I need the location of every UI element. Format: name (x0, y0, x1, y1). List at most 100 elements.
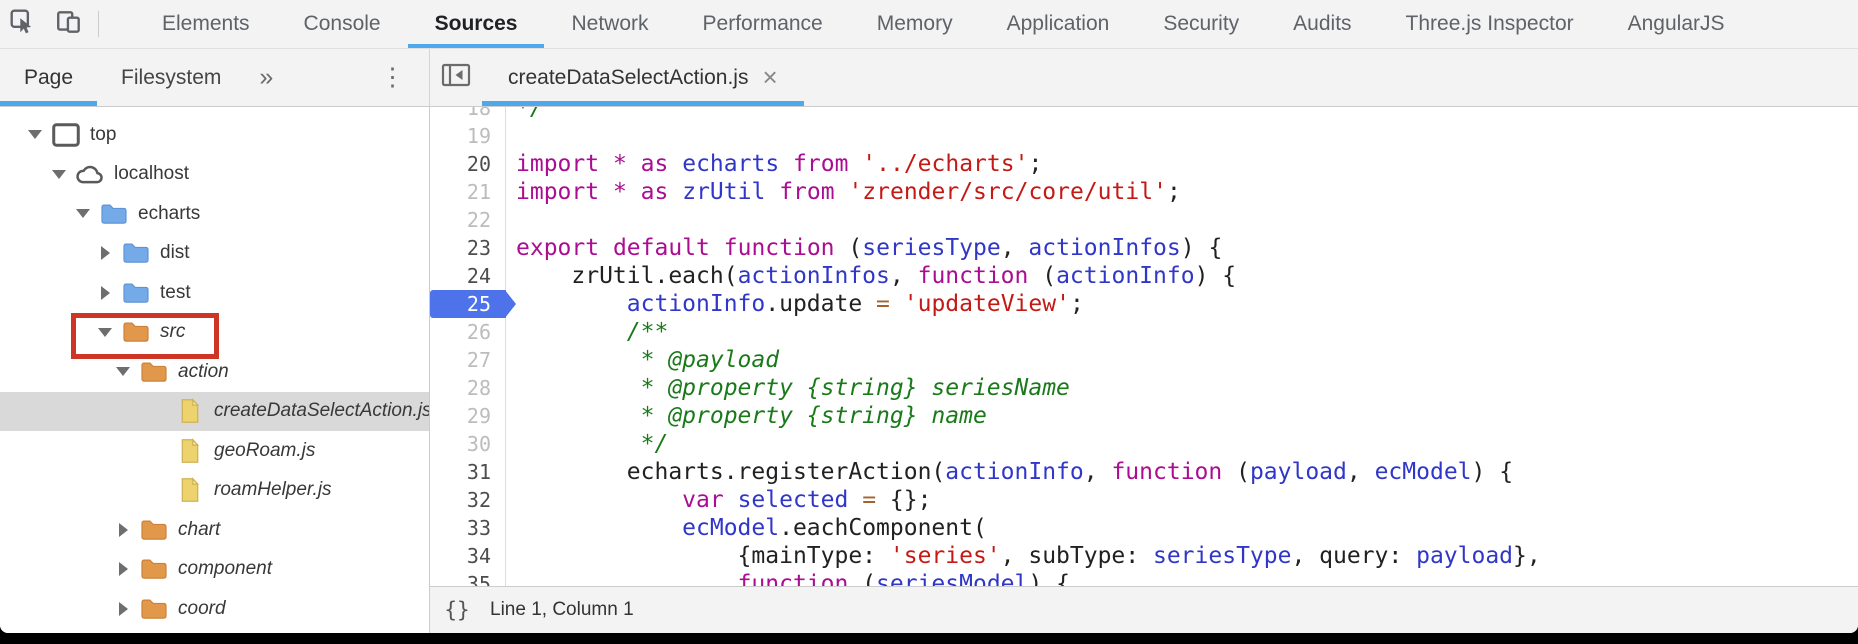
more-tabs-button[interactable]: » (245, 49, 287, 106)
tree-item-src[interactable]: src (0, 313, 429, 353)
tab-memory[interactable]: Memory (876, 12, 953, 35)
tree-item-roamhelper-js[interactable]: roamHelper.js (0, 471, 429, 511)
tab-application[interactable]: Application (1006, 12, 1110, 35)
line-number[interactable]: 33 (430, 514, 506, 542)
hide-navigator-icon (441, 63, 471, 92)
line-number[interactable]: 22 (430, 206, 506, 234)
code-line-text: */ (516, 107, 544, 121)
main-toolbar: Elements Console Sources Network Performance… (0, 0, 1858, 49)
tree-item-georoam-js[interactable]: geoRoam.js (0, 431, 429, 471)
inspect-element-button[interactable] (0, 0, 46, 48)
tree-item-label: createDataSelectAction.js (214, 400, 430, 422)
line-number[interactable]: 34 (430, 542, 506, 570)
hide-navigator-button[interactable] (430, 49, 482, 106)
tab-console[interactable]: Console (303, 12, 381, 35)
line-number[interactable]: 20 (430, 150, 506, 178)
line-number[interactable]: 24 (430, 262, 506, 290)
chevron-down-icon[interactable] (94, 327, 116, 337)
tree-item-localhost[interactable]: localhost (0, 155, 429, 195)
tree-item-action[interactable]: action (0, 352, 429, 392)
tree-item-echarts[interactable]: echarts (0, 194, 429, 234)
tree-item-label: geoRoam.js (214, 439, 316, 461)
chevron-right-icon[interactable] (94, 246, 116, 261)
tree-item-coord[interactable]: coord (0, 589, 429, 629)
tree-item-label: echarts (138, 202, 201, 224)
code-line: 18 */ (430, 107, 1858, 122)
line-number[interactable]: 18 (430, 107, 506, 122)
chevron-double-right-icon: » (259, 63, 274, 91)
chevron-right-icon[interactable] (112, 522, 134, 537)
tab-network[interactable]: Network (571, 12, 649, 35)
chevron-right-icon[interactable] (112, 601, 134, 616)
chevron-right-icon[interactable] (112, 562, 134, 577)
line-number[interactable]: 27 (430, 346, 506, 374)
tab-performance[interactable]: Performance (702, 12, 823, 35)
line-number[interactable]: 28 (430, 374, 506, 402)
tab-three-js-inspector[interactable]: Three.js Inspector (1405, 12, 1574, 35)
line-number[interactable]: 19 (430, 122, 506, 150)
line-number[interactable]: 30 (430, 430, 506, 458)
panel-tab-filesystem[interactable]: Filesystem (121, 65, 222, 89)
code-line: 26 /** (430, 318, 1858, 346)
code-line-text: * @property {string} name (516, 403, 987, 429)
tab-angularjs[interactable]: AngularJS (1627, 12, 1725, 35)
tab-elements[interactable]: Elements (162, 12, 250, 35)
file-tree: top localhost echarts dist test src action crea… (0, 115, 429, 629)
tab-sources[interactable]: Sources (407, 0, 545, 48)
code-line-text: zrUtil.each(actionInfos, function (actio… (516, 263, 1237, 289)
main-tabs: Elements Console Sources Network Performance… (135, 0, 1752, 48)
tree-item-label: chart (178, 518, 221, 540)
code-line-text: echarts.registerAction(actionInfo, funct… (516, 459, 1514, 485)
breakpoint-line-number[interactable]: 25 (430, 290, 516, 318)
tree-item-dist[interactable]: dist (0, 234, 429, 274)
panel-tab-page[interactable]: Page (0, 49, 98, 106)
tree-item-component[interactable]: component (0, 550, 429, 590)
tree-item-createdataselectaction-js[interactable]: createDataSelectAction.js (0, 391, 430, 431)
line-number[interactable]: 35 (430, 570, 506, 586)
close-tab-icon[interactable]: × (762, 61, 778, 92)
chevron-down-icon[interactable] (72, 209, 94, 219)
navigator-menu-button[interactable]: ⋮ (380, 49, 405, 106)
editor-status-bar: {} Line 1, Column 1 (430, 586, 1858, 633)
chevron-down-icon[interactable] (112, 367, 134, 377)
code-line-text: var selected = {}; (682, 487, 932, 513)
chevron-right-icon[interactable] (94, 285, 116, 300)
content-area: top localhost echarts dist test src action crea… (0, 107, 1858, 633)
tree-item-label: coord (178, 597, 226, 619)
tree-item-label: test (160, 281, 191, 303)
tab-audits[interactable]: Audits (1293, 12, 1352, 35)
device-toolbar-button[interactable] (46, 0, 92, 48)
line-number[interactable]: 29 (430, 402, 506, 430)
folder-orange-icon (138, 554, 170, 584)
code-line-text: ecModel.eachComponent( (682, 515, 987, 541)
tree-item-chart[interactable]: chart (0, 510, 429, 550)
pretty-print-button[interactable]: {} (430, 598, 484, 622)
code-line-text: * @payload (516, 347, 780, 373)
open-file-tab[interactable]: createDataSelectAction.js × (482, 49, 804, 106)
chevron-down-icon[interactable] (24, 130, 46, 140)
editor-tabstrip: createDataSelectAction.js × (430, 49, 1858, 106)
toolbar-divider (98, 11, 99, 37)
line-number[interactable]: 21 (430, 178, 506, 206)
tree-item-label: src (160, 321, 186, 343)
line-number[interactable]: 32 (430, 486, 506, 514)
sidebar-tabs: Page Filesystem (0, 49, 245, 106)
folder-orange-icon (138, 515, 170, 545)
line-number[interactable]: 23 (430, 234, 506, 262)
line-number[interactable]: 26 (430, 318, 506, 346)
code-line-text: * @property {string} seriesName (516, 375, 1070, 401)
tree-item-label: action (178, 360, 229, 382)
code-line-text (506, 206, 516, 234)
tab-security[interactable]: Security (1163, 12, 1240, 35)
tree-item-test[interactable]: test (0, 273, 429, 313)
line-number[interactable]: 31 (430, 458, 506, 486)
tree-item-label: localhost (114, 163, 189, 185)
chevron-down-icon[interactable] (48, 169, 70, 179)
file-icon (174, 475, 206, 505)
tree-item-top[interactable]: top (0, 115, 429, 155)
